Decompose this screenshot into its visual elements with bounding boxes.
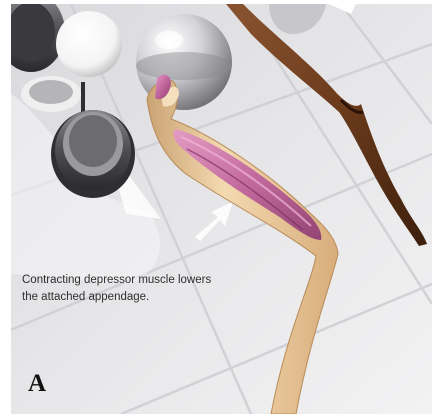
panel-label: A bbox=[28, 370, 46, 398]
caption-line-2: the attached appendage. bbox=[22, 289, 282, 306]
muscle-appendage-illustration bbox=[11, 4, 432, 414]
caption-line-1: Contracting depressor muscle lowers bbox=[22, 272, 282, 289]
figure-caption: Contracting depressor muscle lowers the … bbox=[22, 272, 282, 306]
white-sphere bbox=[56, 11, 122, 77]
illustration-scene bbox=[11, 4, 432, 414]
